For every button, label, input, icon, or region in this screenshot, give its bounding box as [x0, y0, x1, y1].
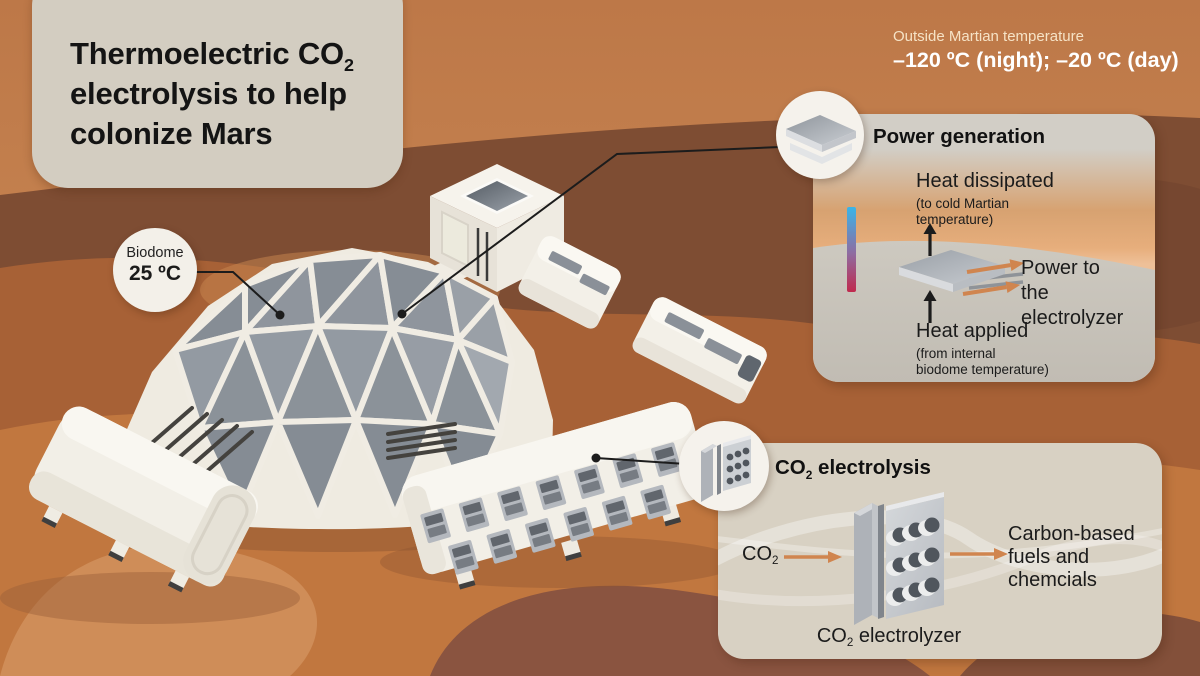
orange-flow-arrow-icon	[962, 259, 1025, 296]
storage-module	[28, 406, 258, 593]
outside-temperature-label: Outside Martian temperature	[893, 28, 1084, 45]
electrolysis-panel-title: CO2 electrolysis	[775, 456, 931, 482]
page-title-line3: colonize Mars	[70, 116, 273, 151]
biodome-label-badge: Biodome 25 ºC	[113, 228, 197, 312]
heat-applied-block: Heat applied (from internal biodome temp…	[916, 320, 1049, 377]
electrolysis-output-label: Carbon-based fuels and chemcials	[1008, 523, 1135, 591]
connector-dots	[275, 309, 601, 463]
power-generation-panel: Power generation Heat dissipated (to col…	[813, 114, 1155, 382]
page-title-line1: Thermoelectric CO2	[70, 36, 354, 75]
title-card: Thermoelectric CO2 electrolysis to help …	[32, 0, 403, 188]
outside-temperature-value: –120 ºC (night); –20 ºC (day)	[893, 48, 1179, 72]
heat-up-arrow-icon	[923, 223, 937, 256]
co2-input-label: CO2	[742, 543, 779, 568]
biodome-illustration	[116, 248, 553, 530]
electrolyzer-module	[401, 402, 710, 590]
power-generation-icon-circle	[776, 91, 864, 179]
orange-flow-arrow-icon	[950, 548, 1008, 560]
thermoelectric-plate-icon	[786, 115, 856, 164]
orange-flow-arrow-icon	[784, 551, 842, 563]
outside-temperature: Outside Martian temperature –120 ºC (nig…	[893, 28, 1193, 73]
thermoelectric-plate-illustration	[899, 250, 1024, 292]
page-title-line2: electrolysis to help	[70, 76, 347, 111]
connector-lines	[196, 145, 805, 465]
heat-up-arrow-icon	[923, 290, 937, 323]
heat-dissipated-block: Heat dissipated (to cold Martian tempera…	[916, 170, 1054, 227]
power-panel-title: Power generation	[873, 125, 1046, 148]
panel-ground-arc	[813, 240, 1155, 382]
power-to-electrolyzer-label: Power to the electrolyzer	[1021, 257, 1124, 329]
electrolyzer-stack-icon	[701, 435, 751, 502]
temperature-gradient-bar	[847, 207, 856, 292]
electrolysis-icon-circle	[679, 421, 769, 511]
hub-module	[430, 164, 564, 292]
biodome-temperature: 25 ºC	[128, 262, 182, 285]
electrolyzer-illustration	[854, 492, 944, 625]
biodome-label: Biodome	[126, 245, 184, 261]
electrolyzer-device-label: CO2 electrolyzer	[816, 625, 962, 650]
habitat-train	[518, 236, 767, 404]
co2-electrolysis-panel: CO2 electrolysis CO2	[718, 443, 1162, 659]
